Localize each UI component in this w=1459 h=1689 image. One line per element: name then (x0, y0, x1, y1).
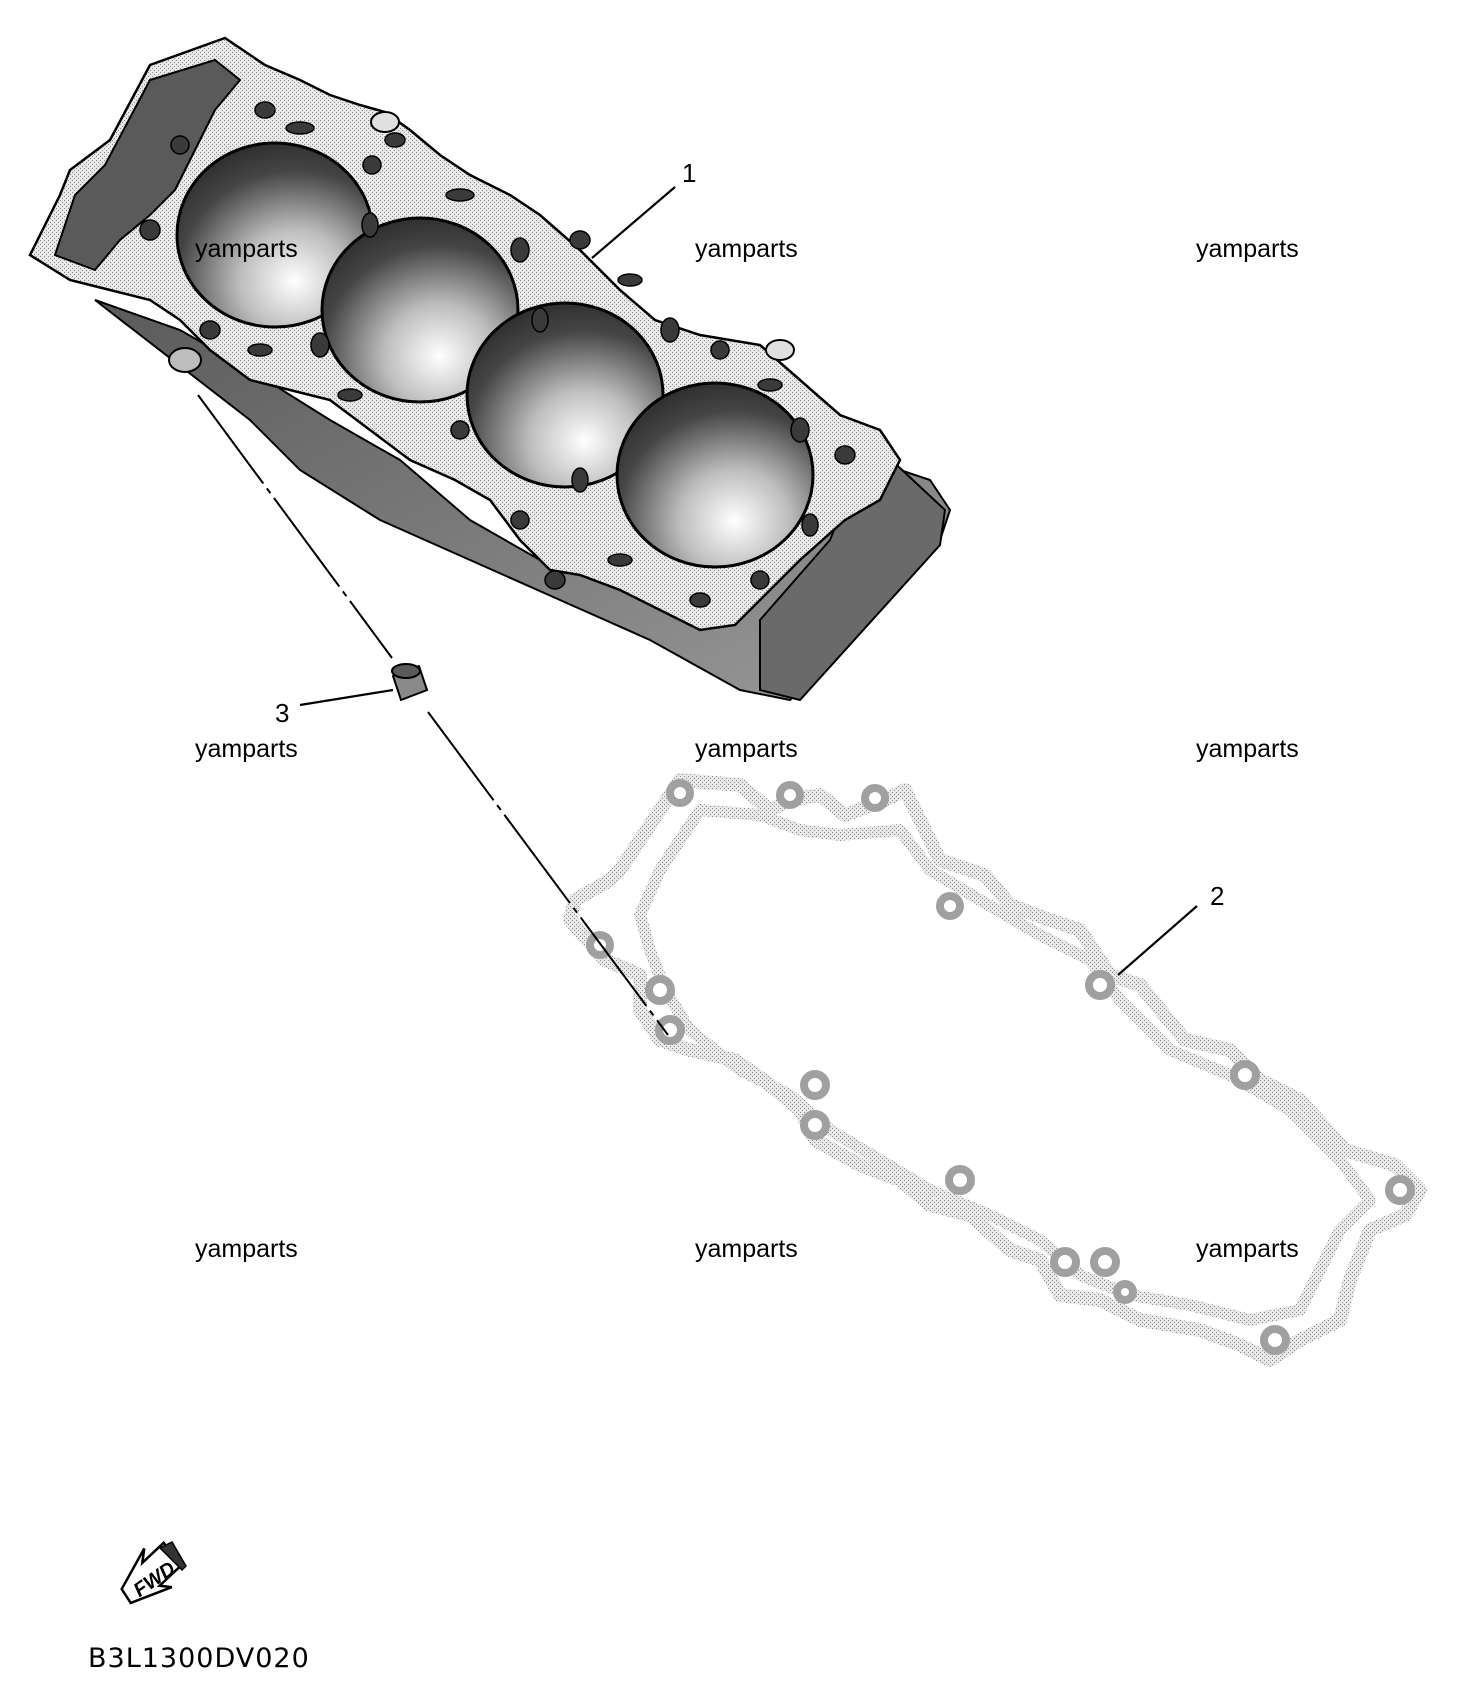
cylinder-block-end-wall (759, 438, 947, 702)
leader-lines (299, 186, 1198, 976)
watermark-text: yamparts (695, 735, 798, 763)
cylinder-gasket (563, 773, 1427, 1367)
diagram-code: B3L1300DV020 (88, 1643, 310, 1674)
cylinder-deck-holes (139, 101, 856, 608)
watermark-text: yamparts (1196, 235, 1299, 263)
cylinder-gasket-inner (634, 804, 1376, 1326)
dowel-pin (391, 663, 429, 702)
leader-line-2 (1117, 905, 1198, 976)
callout-number-2: 2 (1210, 881, 1224, 911)
watermark-text: yamparts (195, 235, 298, 263)
watermark-text: yamparts (695, 235, 798, 263)
watermark-text: yamparts (1196, 1235, 1299, 1263)
cylinder-bore-3 (465, 301, 665, 489)
callout-number-3: 3 (275, 698, 289, 728)
alignment-center-line (197, 394, 669, 1036)
watermark-text: yamparts (195, 1235, 298, 1263)
cylinder-gasket-outline (563, 773, 1427, 1367)
watermark-text: yamparts (1196, 735, 1299, 763)
cylinder-block-cam-chain-tunnel (53, 58, 242, 272)
watermark-text: yamparts (695, 1235, 798, 1263)
watermark-grid: yamparts yamparts yamparts yamparts yamp… (195, 235, 1299, 1263)
gasket-bolt-holes (586, 779, 1415, 1355)
fwd-arrow-icon: FWD (120, 1540, 187, 1605)
leader-line-1 (591, 186, 676, 259)
watermark-text: yamparts (195, 735, 298, 763)
cylinder-bore-2 (320, 216, 520, 404)
cylinder-block (28, 36, 952, 702)
cylinder-lug-right (765, 339, 795, 361)
cylinder-lug-top (370, 111, 400, 133)
cylinder-lug-left (168, 347, 202, 373)
leader-line-3 (299, 688, 394, 707)
callout-number-1: 1 (682, 158, 696, 188)
cylinder-bore-4 (615, 381, 815, 569)
